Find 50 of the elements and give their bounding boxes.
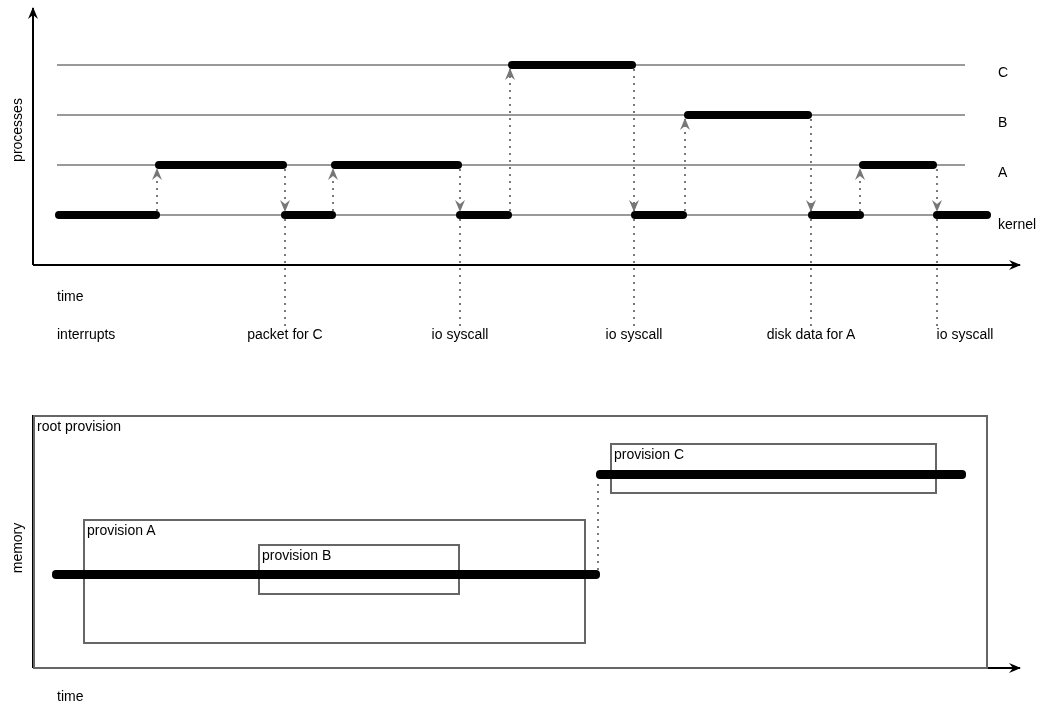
box-label: provision B [262, 547, 332, 563]
dotted-line [284, 218, 286, 327]
dotted-arrow [280, 168, 290, 212]
dotted-arrow [455, 168, 465, 212]
box-label: root provision [37, 418, 122, 434]
axis-title: memory [9, 522, 25, 574]
event-label: packet for C [247, 326, 323, 342]
event-label: io syscall [431, 326, 489, 342]
dotted-line [810, 218, 812, 327]
timeline-bar [155, 161, 287, 169]
axis-title: time [57, 288, 84, 304]
dotted-line [633, 218, 635, 327]
timeline-bar [508, 61, 636, 69]
lane-label: A [998, 164, 1008, 180]
timeline-bar [456, 211, 512, 219]
lane-label: B [998, 114, 1008, 130]
timeline-bar [596, 470, 966, 479]
provision-box [258, 544, 460, 595]
dotted-line [936, 218, 938, 327]
event-label: io syscall [936, 326, 994, 342]
timeline-bar [859, 161, 937, 169]
provision-box [610, 443, 937, 494]
timeline-bar [933, 211, 991, 219]
timeline-bar [684, 111, 812, 119]
box-label: provision C [614, 446, 685, 462]
lane-label: kernel [998, 216, 1037, 232]
timeline-bar [808, 211, 864, 219]
event-label: io syscall [605, 326, 663, 342]
timeline-bar [55, 211, 160, 219]
dotted-arrow [629, 68, 639, 212]
dotted-arrow [680, 118, 690, 212]
dotted-arrow [932, 168, 942, 212]
dotted-arrow [505, 68, 515, 212]
dotted-arrow [328, 168, 338, 212]
axis-title: time [57, 688, 84, 704]
timeline-bar [281, 211, 336, 219]
timeline-bar [631, 211, 687, 219]
column-heading: interrupts [57, 326, 116, 342]
timeline-bar [52, 570, 600, 579]
provision-box [33, 415, 988, 669]
event-label: disk data for A [766, 326, 856, 342]
axis-title: processes [9, 98, 25, 162]
dotted-arrow [806, 118, 816, 212]
provision-box [83, 519, 586, 644]
dotted-arrow [855, 168, 865, 212]
lane-label: C [998, 64, 1009, 80]
box-label: provision A [87, 522, 156, 538]
timeline-bar [331, 161, 462, 169]
dotted-arrow [152, 168, 162, 212]
dotted-line [459, 218, 461, 327]
